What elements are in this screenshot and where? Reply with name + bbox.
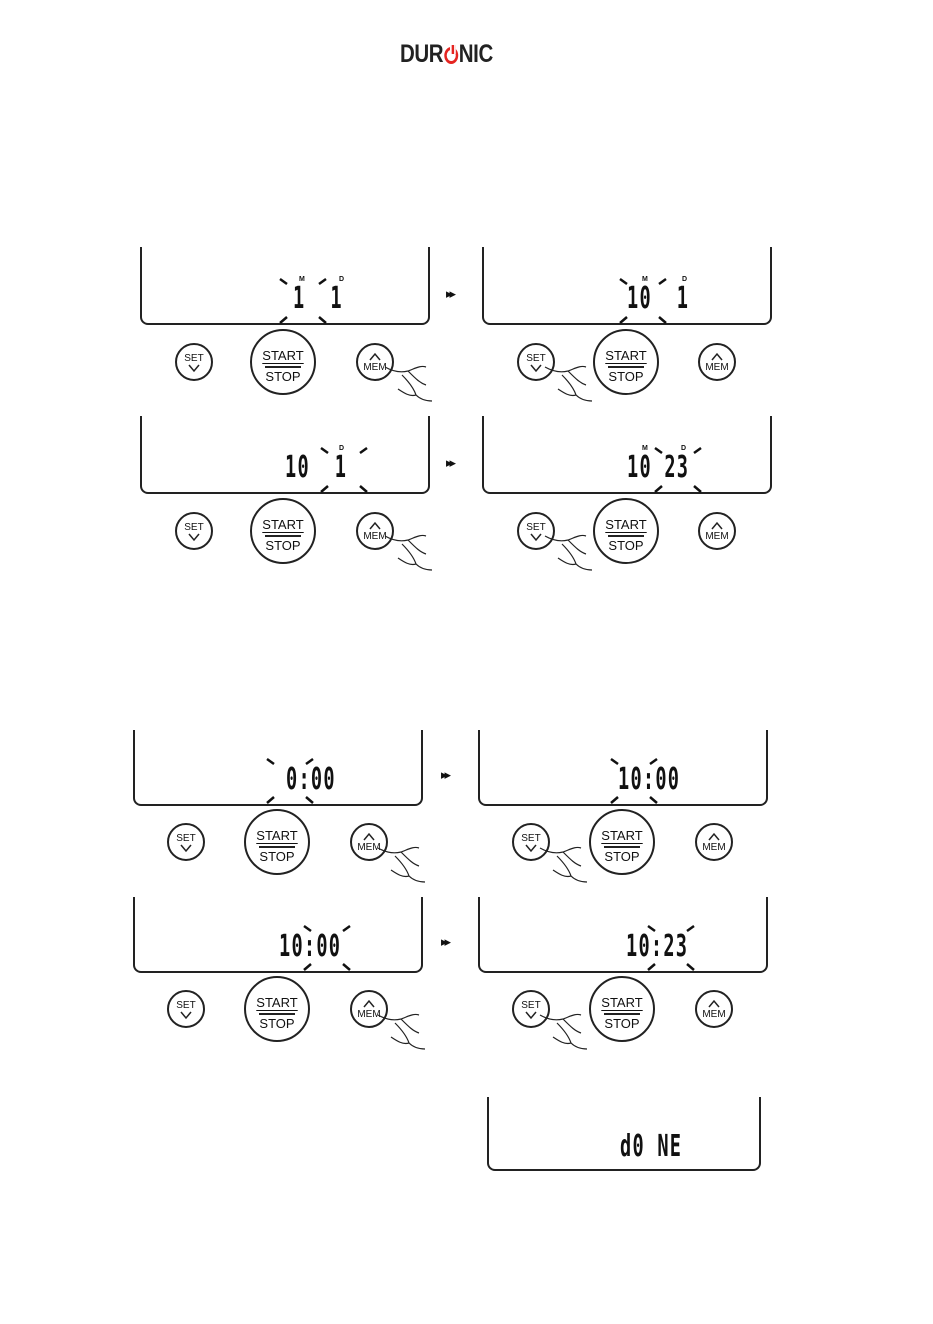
pointing-hand-icon — [540, 359, 600, 409]
step-arrow-icon: ▸▸ — [446, 287, 453, 302]
step-arrow-icon: ▸▸ — [441, 768, 448, 783]
set-button[interactable]: SET — [175, 343, 213, 381]
flash-indicator-icon — [641, 918, 701, 978]
flash-indicator-icon — [260, 751, 320, 811]
chevron-down-icon — [181, 845, 191, 851]
chevron-up-icon — [370, 523, 380, 529]
chevron-down-icon — [181, 1012, 191, 1018]
done-screen: d0 NE — [487, 1097, 761, 1171]
pointing-hand-icon — [380, 359, 440, 409]
flash-indicator-icon — [314, 440, 374, 500]
pointing-hand-icon — [540, 528, 600, 578]
chevron-up-icon — [712, 523, 722, 529]
set-button[interactable]: SET — [175, 512, 213, 550]
chevron-down-icon — [189, 365, 199, 371]
logo-text-right: NIC — [459, 40, 493, 68]
step-arrow-icon: ▸▸ — [441, 935, 448, 950]
mem-button[interactable]: MEM — [695, 990, 733, 1028]
flash-indicator-icon — [273, 271, 333, 331]
chevron-up-icon — [712, 354, 722, 360]
flash-indicator-icon — [648, 440, 708, 500]
pointing-hand-icon — [380, 528, 440, 578]
pointing-hand-icon — [535, 1007, 595, 1057]
set-button[interactable]: SET — [167, 990, 205, 1028]
step-arrow-icon: ▸▸ — [446, 456, 453, 471]
chevron-up-icon — [709, 834, 719, 840]
flash-indicator-icon — [604, 751, 664, 811]
logo-text-left: DUR — [400, 40, 443, 68]
chevron-down-icon — [189, 534, 199, 540]
set-button[interactable]: SET — [167, 823, 205, 861]
power-icon — [444, 47, 458, 64]
pointing-hand-icon — [373, 1007, 433, 1057]
pointing-hand-icon — [535, 840, 595, 890]
mem-button[interactable]: MEM — [698, 343, 736, 381]
flash-indicator-icon — [613, 271, 673, 331]
pointing-hand-icon — [373, 840, 433, 890]
mem-button[interactable]: MEM — [695, 823, 733, 861]
lcd-done-text: d0 NE — [620, 1132, 682, 1162]
mem-button[interactable]: MEM — [698, 512, 736, 550]
chevron-up-icon — [370, 354, 380, 360]
lcd-screen — [133, 897, 423, 973]
lcd-screen — [478, 897, 768, 973]
flash-indicator-icon — [297, 918, 357, 978]
chevron-up-icon — [709, 1001, 719, 1007]
